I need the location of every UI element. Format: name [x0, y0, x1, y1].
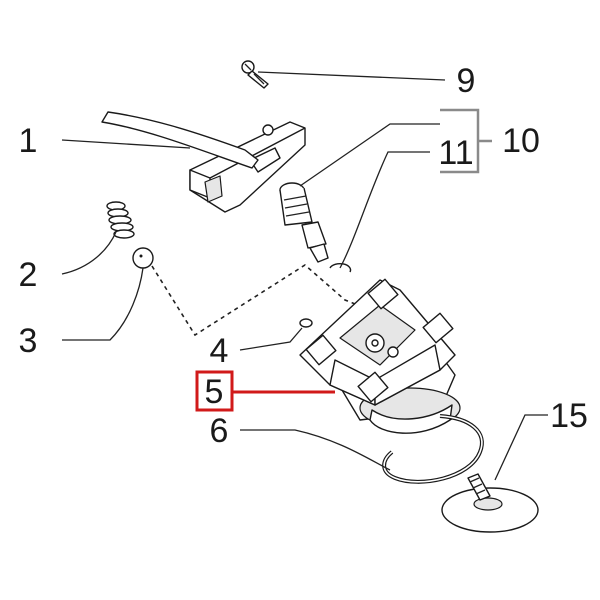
leader-lines: [61, 71, 548, 481]
assembly-dash-line: [151, 264, 371, 337]
callout-3: 3: [19, 322, 38, 360]
part-5-valve-housing: [299, 278, 461, 434]
highlight-box-5: [195, 370, 234, 412]
part-6-large-o-ring: [382, 414, 484, 484]
callout-2: 2: [19, 256, 38, 294]
part-2-spring: [106, 201, 135, 239]
callout-10: 10: [502, 122, 540, 160]
group-bracket-10: [440, 108, 492, 174]
callout-15: 15: [550, 397, 588, 435]
callout-5: 5: [205, 373, 224, 411]
part-1-lever-handle: [101, 111, 306, 213]
callout-9: 9: [457, 62, 476, 100]
callout-6: 6: [210, 412, 229, 450]
part-4-o-ring: [299, 318, 313, 328]
callout-4: 4: [210, 332, 229, 370]
part-3-ball: [132, 247, 154, 269]
part-10-cartridge: [279, 182, 329, 263]
callout-11: 11: [438, 134, 473, 172]
callout-1: 1: [19, 122, 38, 160]
part-9-screw: [241, 60, 269, 89]
part-15-foot: [441, 473, 539, 533]
